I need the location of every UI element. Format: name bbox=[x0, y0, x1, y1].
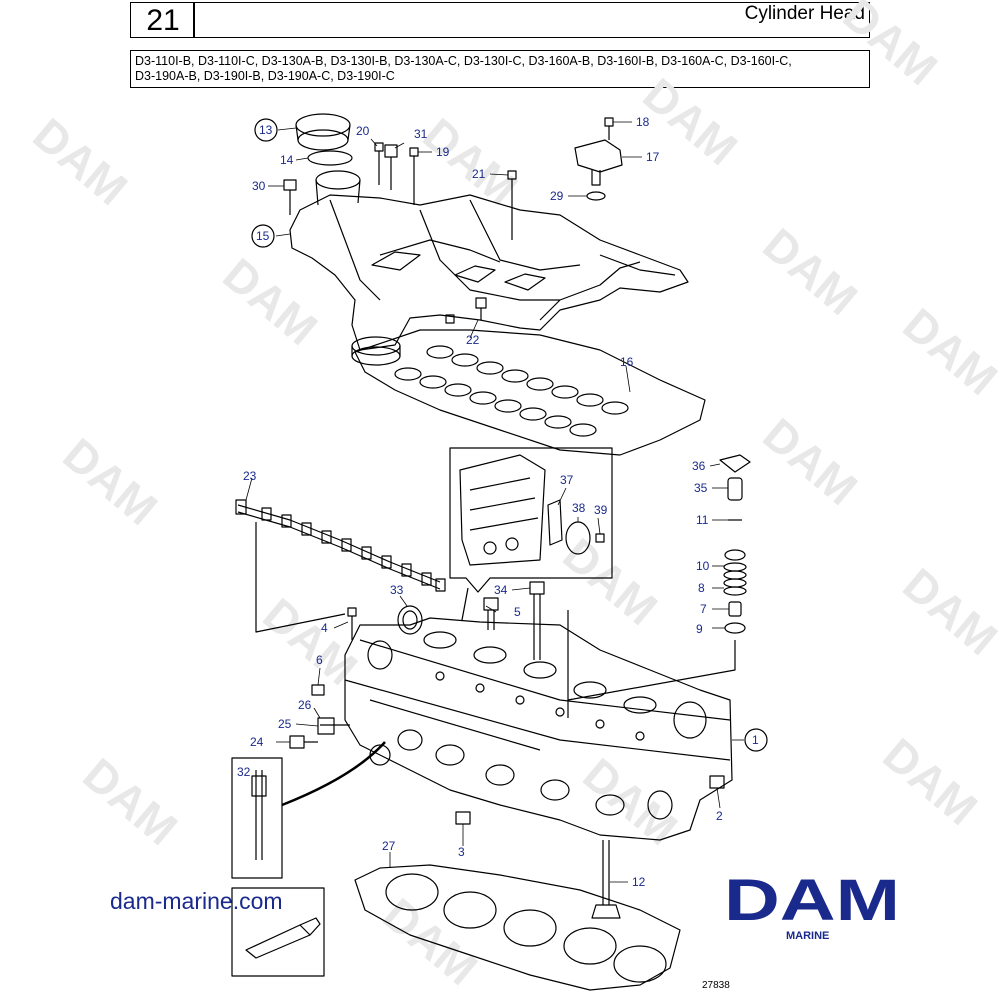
sealant-box bbox=[231, 887, 325, 977]
callout-36: 36 bbox=[692, 459, 706, 473]
watermark: DAM bbox=[894, 558, 1000, 665]
callout-circle bbox=[254, 118, 278, 142]
small-fittings bbox=[289, 684, 725, 825]
watermark: DAM bbox=[754, 408, 868, 515]
valve-cover-gasket bbox=[354, 329, 706, 456]
callout-25: 25 bbox=[278, 717, 292, 731]
camshaft-position-sensor bbox=[574, 139, 623, 201]
callout-4: 4 bbox=[321, 621, 328, 635]
leader-bracket bbox=[461, 587, 469, 621]
callout-9: 9 bbox=[696, 622, 703, 636]
callout-10: 10 bbox=[696, 559, 710, 573]
injector-wiring-harness bbox=[235, 499, 446, 592]
watermark: DAM bbox=[214, 248, 328, 355]
o-ring bbox=[307, 150, 353, 166]
callout-7: 7 bbox=[700, 602, 707, 616]
model-list-line-2: D3-190A-B, D3-190I-B, D3-190A-C, D3-190I… bbox=[135, 69, 395, 83]
callout-2: 2 bbox=[716, 809, 723, 823]
detail-inset-frame bbox=[449, 447, 613, 593]
callout-17: 17 bbox=[646, 150, 660, 164]
logo-subtitle: MARINE bbox=[786, 930, 830, 942]
model-list-line-1: D3-110I-B, D3-110I-C, D3-130A-B, D3-130I… bbox=[135, 54, 792, 68]
camshaft-seal bbox=[397, 605, 423, 635]
callout-24: 24 bbox=[250, 735, 264, 749]
oil-filler-neck bbox=[315, 170, 401, 366]
dam-logo: DAM bbox=[724, 872, 900, 926]
logo-text: DAM bbox=[724, 872, 900, 926]
callout-14: 14 bbox=[280, 153, 294, 167]
callout-1: 1 bbox=[752, 733, 759, 747]
watermark: DAM bbox=[894, 298, 1000, 405]
page-number: 21 bbox=[146, 4, 180, 37]
bolts-upper bbox=[283, 117, 614, 324]
callout-20: 20 bbox=[356, 124, 370, 138]
title-box: Cylinder Head bbox=[194, 2, 870, 38]
callout-13: 13 bbox=[259, 123, 273, 137]
callout-3: 3 bbox=[458, 845, 465, 859]
callout-38: 38 bbox=[572, 501, 586, 515]
watermark: DAM bbox=[874, 728, 988, 835]
leader-lines bbox=[245, 121, 744, 883]
callout-19: 19 bbox=[436, 145, 450, 159]
callout-15: 15 bbox=[256, 229, 270, 243]
callout-33: 33 bbox=[390, 583, 404, 597]
glow-plug-box bbox=[231, 741, 386, 879]
callout-29: 29 bbox=[550, 189, 564, 203]
models-box: D3-110I-B, D3-110I-C, D3-130A-B, D3-130I… bbox=[130, 50, 870, 88]
callout-circle bbox=[744, 728, 768, 752]
callout-26: 26 bbox=[298, 698, 312, 712]
callout-16: 16 bbox=[620, 355, 634, 369]
cylinder-head bbox=[344, 617, 733, 841]
callout-27: 27 bbox=[382, 839, 396, 853]
callout-11: 11 bbox=[696, 513, 709, 527]
callout-6: 6 bbox=[316, 653, 323, 667]
callout-31: 31 bbox=[414, 127, 428, 141]
leader-bracket bbox=[255, 522, 346, 633]
callout-32: 32 bbox=[237, 765, 251, 779]
watermark: DAM bbox=[54, 428, 168, 535]
callout-39: 39 bbox=[594, 503, 608, 517]
valve-cover bbox=[289, 194, 689, 351]
watermark: DAM bbox=[414, 108, 528, 215]
watermark-layer: DAM DAM DAM DAM DAM DAM DAM DAM DAM DAM … bbox=[24, 0, 1000, 995]
watermark: DAM bbox=[834, 0, 948, 95]
callout-8: 8 bbox=[698, 581, 705, 595]
cylinder-head-gasket bbox=[354, 864, 681, 991]
callout-12: 12 bbox=[632, 875, 646, 889]
callout-34: 34 bbox=[494, 583, 508, 597]
watermark: DAM bbox=[24, 108, 138, 215]
callout-22: 22 bbox=[466, 333, 480, 347]
valve bbox=[591, 840, 621, 919]
callout-30: 30 bbox=[252, 179, 266, 193]
callout-23: 23 bbox=[243, 469, 257, 483]
callout-35: 35 bbox=[694, 481, 708, 495]
valve-train-parts bbox=[719, 454, 751, 634]
watermark: DAM bbox=[74, 748, 188, 855]
leader-bracket bbox=[567, 610, 736, 718]
watermark: DAM bbox=[554, 528, 668, 635]
page-title: Cylinder Head bbox=[744, 3, 865, 24]
cylinder-head-bolts bbox=[347, 581, 545, 660]
oil-filler-cap bbox=[295, 113, 351, 151]
callout-37: 37 bbox=[560, 473, 574, 487]
callout-circle bbox=[251, 224, 275, 248]
page-number-box: 21 bbox=[130, 2, 194, 38]
watermark: DAM bbox=[254, 588, 368, 695]
model-list: D3-110I-B, D3-110I-C, D3-130A-B, D3-130I… bbox=[135, 54, 865, 84]
callout-5: 5 bbox=[514, 605, 521, 619]
callout-labels: 1 2 3 4 5 6 7 8 9 10 11 12 13 14 15 16 1… bbox=[237, 115, 759, 889]
watermark: DAM bbox=[574, 748, 688, 855]
figure-number: 27838 bbox=[702, 980, 730, 991]
callout-21: 21 bbox=[472, 167, 486, 181]
callout-18: 18 bbox=[636, 115, 650, 129]
website-link[interactable]: dam-marine.com bbox=[110, 888, 283, 914]
watermark: DAM bbox=[754, 218, 868, 325]
